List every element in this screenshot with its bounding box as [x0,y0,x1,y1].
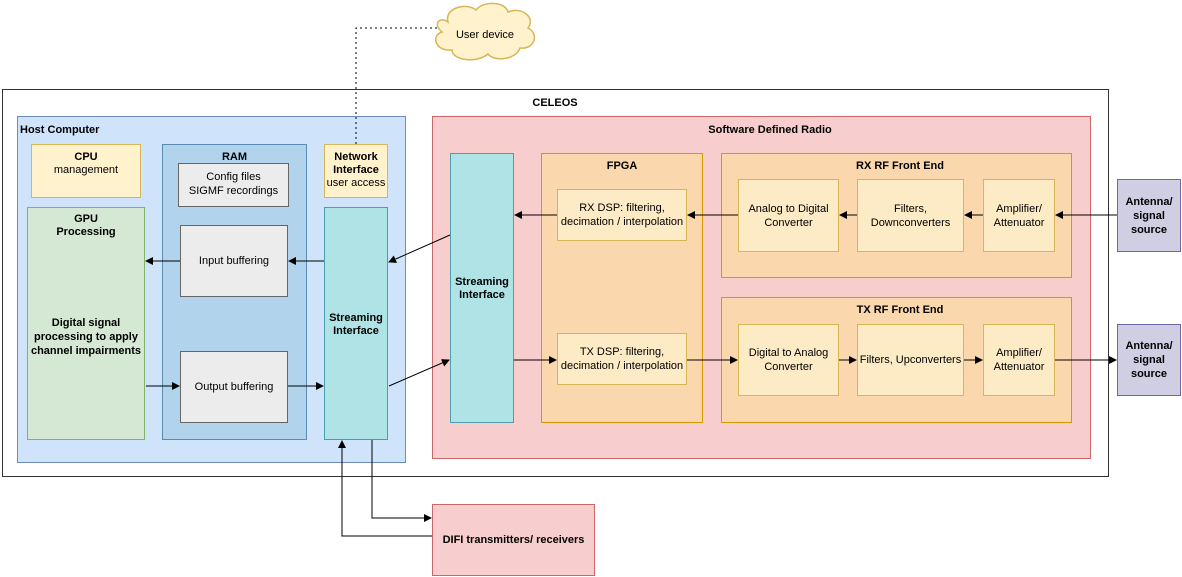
tx-amp-line-2: Attenuator [993,361,1045,373]
config-files-box [178,163,289,207]
cpu-subtitle: management [53,164,119,176]
tx-amp-box [983,324,1055,396]
host-title: Host Computer [20,124,100,136]
network-title-2: Interface [333,164,379,176]
ram-title: RAM [221,151,248,163]
rx-amp-line-1: Amplifier/ [996,203,1042,215]
rx-front-title: RX RF Front End [856,160,944,172]
config-line-2: SIGMF recordings [188,185,279,197]
sdr-streaming-label-2: Interface [459,289,505,301]
sdr-streaming-label-1: Streaming [455,276,509,288]
fpga-title: FPGA [606,160,638,172]
antenna-tx-line-3: source [1130,368,1168,380]
adc-line-1: Analog to Digital [748,203,829,215]
network-subtitle: user access [326,177,386,189]
difi-box: DIFI transmitters/ receivers [432,504,595,576]
gpu-body: Digital signal processing to apply chann… [30,317,142,357]
dac-box [738,324,839,396]
sdr-title: Software Defined Radio [708,124,832,136]
cpu-title: CPU [74,151,98,163]
input-buffering-box: Input buffering [180,225,288,297]
antenna-rx-line-1: Antenna/ [1125,196,1173,208]
sdr-streaming-interface [450,153,514,423]
celeos-title: CELEOS [532,97,578,109]
antenna-rx-line-2: signal [1133,210,1165,222]
gpu-title-2: Processing [56,226,116,238]
antenna-tx-box [1117,324,1181,396]
host-streaming-label-1: Streaming [329,312,383,324]
rx-dsp-line-2: decimation / interpolation [560,216,684,228]
network-title-1: Network [334,151,378,163]
host-streaming-label-2: Interface [333,325,379,337]
rx-filters-line-2: Downconverters [870,217,951,229]
cloud-label: User device [455,29,515,41]
tx-amp-line-1: Amplifier/ [996,347,1042,359]
config-line-1: Config files [206,171,261,183]
gpu-box [27,207,145,440]
adc-line-2: Converter [764,217,813,229]
antenna-rx-box [1117,179,1181,252]
antenna-rx-line-3: source [1130,224,1168,236]
rx-amp-line-2: Attenuator [993,217,1045,229]
network-interface-box [324,144,388,198]
output-buffering-box: Output buffering [180,351,288,423]
rx-dsp-box [557,189,687,241]
tx-front-title: TX RF Front End [856,304,944,316]
rx-filters-box [857,179,964,252]
dac-line-1: Digital to Analog [748,347,829,359]
dac-line-2: Converter [764,361,813,373]
rx-filters-line-1: Filters, [894,203,927,215]
tx-filters-box: Filters, Upconverters [857,324,964,396]
tx-dsp-line-2: decimation / interpolation [560,360,684,372]
tx-dsp-box [557,333,687,385]
antenna-tx-line-2: signal [1133,354,1165,366]
host-streaming-interface [324,207,388,440]
cpu-box [31,144,141,198]
gpu-title-1: GPU [74,213,98,225]
rx-dsp-line-1: RX DSP: filtering, [579,202,665,214]
rx-amp-box [983,179,1055,252]
antenna-tx-line-1: Antenna/ [1125,340,1173,352]
tx-dsp-line-1: TX DSP: filtering, [579,346,665,358]
adc-box [738,179,839,252]
